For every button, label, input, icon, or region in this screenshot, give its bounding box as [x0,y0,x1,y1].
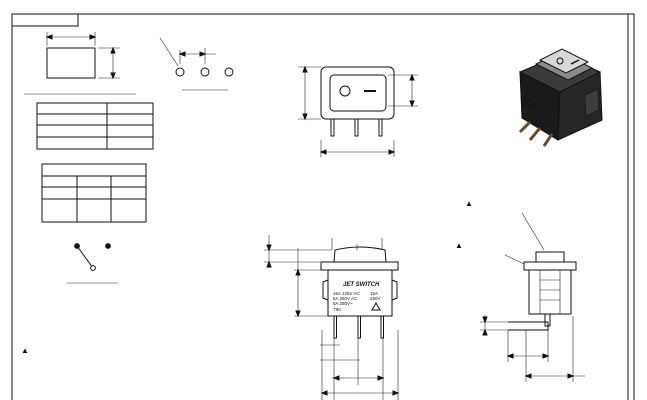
panel-cutout [24,32,136,95]
sheet-frame [11,13,635,400]
switch-rating-label: T85 [333,307,341,312]
switch-rating-label: 6A 250V AC [333,296,358,301]
front-view [298,65,418,157]
switch-rating-label: 5A 250V~ [333,301,353,306]
switch-rating-label: 250V [370,296,381,301]
spec-table-1 [36,102,154,150]
warning-marker: ▲ [21,346,29,355]
side-view: JET SWITCH 16A 125V AC 6A 250V AC 5A 250… [264,235,400,400]
switch-3d-render: JET [518,48,603,147]
pin-layout [159,37,234,91]
warning-marker: ▲ [465,199,473,208]
switch-circuit-symbol [67,243,118,284]
svg-text:JET: JET [529,101,542,111]
switch-rating-label: 16A 125V AC [333,291,361,296]
end-view [480,212,585,382]
warning-marker: ▲ [455,241,463,250]
switch-rating-label: 16A [370,291,378,296]
switch-brand-label: JET SWITCH [343,282,380,288]
spec-table-2 [41,163,147,223]
